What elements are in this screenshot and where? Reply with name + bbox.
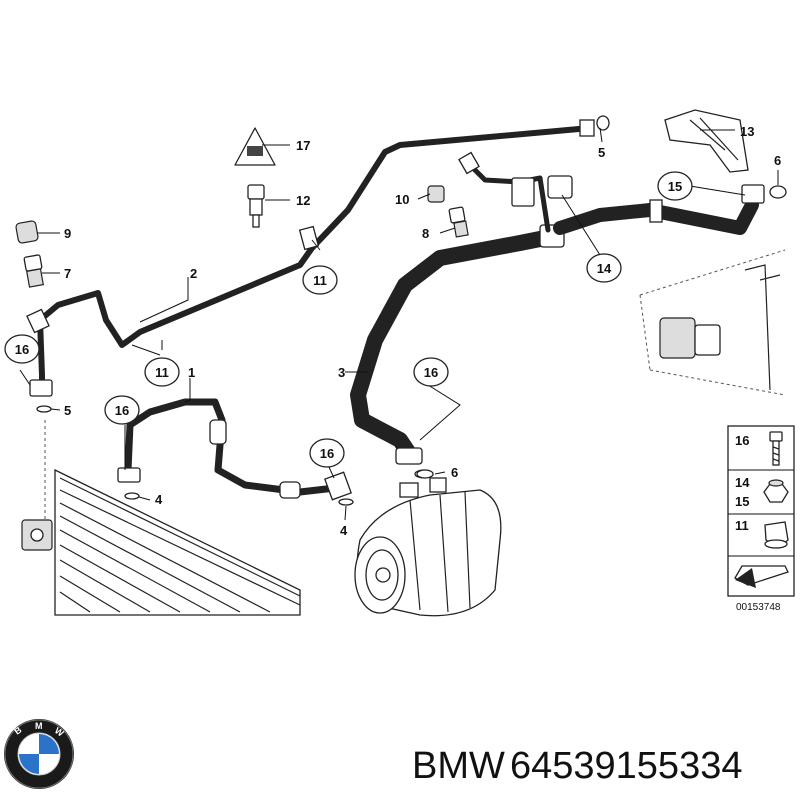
hose-line-1 (117, 398, 354, 506)
label-16-bottom: 16 (320, 446, 334, 461)
valve-core-7 (23, 254, 44, 288)
legend-label-15: 15 (735, 494, 749, 509)
expansion-valve-fitting (458, 151, 573, 233)
bracket-part-13 (664, 109, 749, 173)
hose-line-15 (553, 184, 787, 235)
bolt-icon (769, 431, 783, 466)
label-7: 7 (64, 266, 71, 281)
cap-part-9 (15, 220, 39, 244)
label-12: 12 (296, 193, 310, 208)
label-4-bottom: 4 (340, 523, 348, 538)
label-14: 14 (597, 261, 612, 276)
label-9: 9 (64, 226, 71, 241)
label-2: 2 (190, 266, 197, 281)
cap-part-10 (427, 185, 445, 203)
condenser (21, 420, 301, 616)
warning-triangle-17 (234, 127, 276, 166)
label-16-right: 16 (424, 365, 438, 380)
label-3: 3 (338, 365, 345, 380)
label-6-bottom: 6 (451, 465, 458, 480)
legend-label-11: 11 (735, 518, 749, 533)
label-16-left: 16 (15, 342, 29, 357)
label-11-lower: 11 (155, 365, 169, 380)
label-8: 8 (422, 226, 429, 241)
label-5-top: 5 (598, 145, 605, 160)
valve-core-8 (448, 206, 469, 238)
label-15: 15 (668, 179, 682, 194)
diagram-reference-code: 00153748 (736, 602, 781, 613)
callout-circles (4, 171, 693, 468)
part-number: 64539155334 (510, 745, 742, 787)
label-6-top: 6 (774, 153, 781, 168)
nut-icon (763, 479, 789, 503)
label-17: 17 (296, 138, 310, 153)
hose-line-3 (350, 224, 565, 479)
brand-name: BMW (412, 745, 505, 787)
label-13: 13 (740, 124, 754, 139)
label-5-left: 5 (64, 403, 71, 418)
svg-text:M: M (35, 721, 43, 731)
label-4-left: 4 (155, 492, 163, 507)
legend-label-16: 16 (735, 433, 749, 448)
leader-lines (19, 127, 779, 521)
pressure-sensor-12 (247, 184, 265, 228)
label-1: 1 (188, 365, 195, 380)
o-ring-5-top (596, 115, 610, 131)
evaporator-housing (639, 249, 786, 396)
clip-icon (764, 521, 789, 549)
compressor (354, 477, 502, 617)
svg-text:B: B (12, 724, 23, 736)
reference-arrow-icon (734, 565, 789, 588)
label-16-mid: 16 (115, 403, 129, 418)
hose-line-2 (37, 119, 595, 348)
bmw-logo: B M W (4, 719, 74, 789)
label-10: 10 (395, 192, 409, 207)
hose-left-vertical (26, 308, 53, 413)
label-11-upper: 11 (313, 273, 327, 288)
legend-label-14: 14 (735, 475, 750, 490)
o-ring-6-bottom (416, 469, 434, 479)
fastener-legend: 16 14 15 11 (727, 425, 795, 597)
